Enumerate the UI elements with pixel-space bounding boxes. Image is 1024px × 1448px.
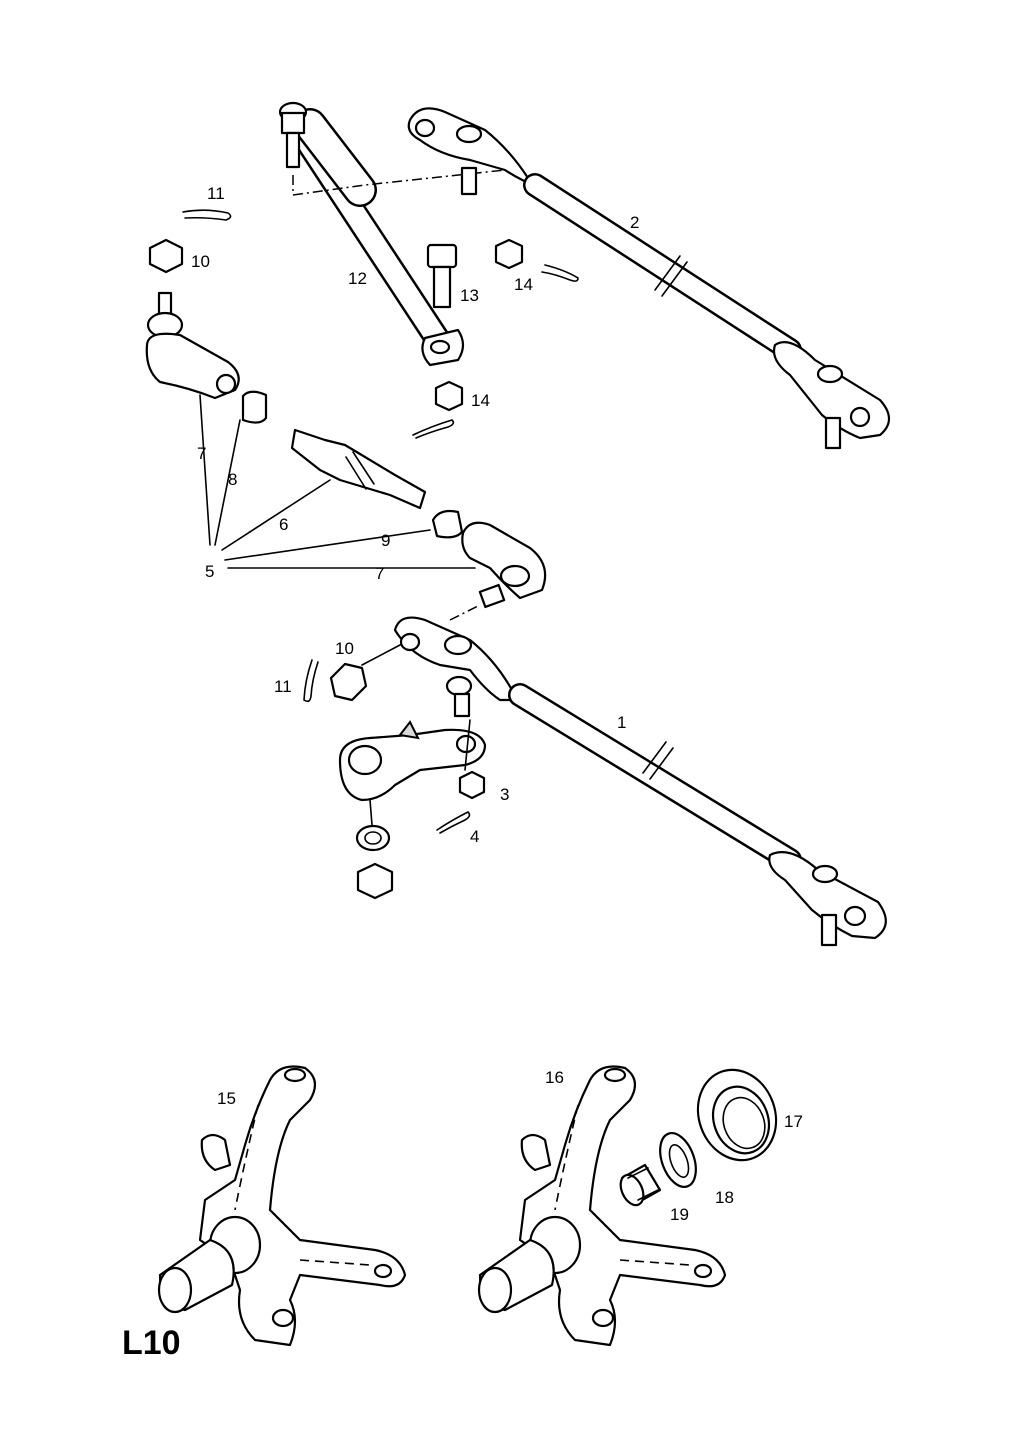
castle-nut-upper bbox=[148, 238, 184, 274]
needle-bearing bbox=[619, 1163, 662, 1207]
nut-large bbox=[356, 862, 394, 900]
oil-seal bbox=[696, 1068, 778, 1162]
callout-12: 12 bbox=[348, 269, 367, 288]
callout-8: 8 bbox=[228, 470, 237, 489]
callout-11-upper: 11 bbox=[207, 184, 225, 203]
thrust-washer bbox=[659, 1132, 697, 1188]
steering-knuckle-15 bbox=[157, 1065, 407, 1347]
callout-15: 15 bbox=[217, 1089, 236, 1108]
callout-17: 17 bbox=[784, 1112, 803, 1131]
cotter-pin-lower bbox=[303, 659, 319, 703]
lock-washer bbox=[355, 824, 391, 852]
callout-10-upper: 10 bbox=[191, 252, 210, 271]
cotter-pin-14-upper bbox=[541, 264, 579, 282]
callout-3: 3 bbox=[500, 785, 509, 804]
callout-14-upper: 14 bbox=[514, 275, 533, 294]
clamp-right bbox=[431, 509, 464, 539]
diagram-code: L10 bbox=[122, 1324, 181, 1362]
cotter-pin-pitman bbox=[436, 811, 471, 834]
callout-7-left: 7 bbox=[197, 444, 206, 463]
callout-18: 18 bbox=[715, 1188, 734, 1207]
callout-11-lower: 11 bbox=[274, 677, 292, 696]
bolt bbox=[426, 243, 458, 309]
cotter-pin-upper bbox=[182, 209, 232, 221]
castle-nut-lower bbox=[329, 662, 368, 702]
callout-7-right: 7 bbox=[375, 564, 384, 583]
assembly-line-damper bbox=[292, 169, 506, 196]
callout-1: 1 bbox=[617, 713, 626, 732]
tie-rod-lower bbox=[393, 616, 887, 947]
clamp-left bbox=[241, 390, 268, 424]
callout-14-lower: 14 bbox=[471, 391, 490, 410]
callout-9: 9 bbox=[381, 531, 390, 550]
tie-rod-upper bbox=[407, 107, 891, 450]
tie-rod-end-left bbox=[145, 291, 240, 400]
tie-rod-end-right bbox=[461, 521, 547, 609]
callout-2: 2 bbox=[630, 213, 639, 232]
callout-4: 4 bbox=[470, 827, 479, 846]
callout-10-lower: 10 bbox=[335, 639, 354, 658]
callout-13: 13 bbox=[460, 286, 479, 305]
callout-19: 19 bbox=[670, 1205, 689, 1224]
nut-pitman bbox=[458, 770, 486, 800]
nut-upper bbox=[494, 238, 524, 270]
assembly-line-middle bbox=[449, 604, 481, 621]
leader-lines-middle bbox=[199, 394, 476, 569]
callout-5: 5 bbox=[205, 562, 214, 581]
adjusting-tube bbox=[290, 428, 427, 510]
steering-knuckle-16 bbox=[477, 1065, 727, 1347]
callout-16: 16 bbox=[545, 1068, 564, 1087]
cotter-pin-14-lower bbox=[412, 419, 455, 439]
callout-6: 6 bbox=[279, 515, 288, 534]
steering-damper bbox=[278, 101, 465, 367]
pitman-arm bbox=[338, 720, 487, 802]
callout-labels: 1 2 3 4 5 6 7 7 8 9 10 10 11 11 12 13 14… bbox=[122, 184, 803, 1362]
nut-lower bbox=[434, 380, 464, 412]
